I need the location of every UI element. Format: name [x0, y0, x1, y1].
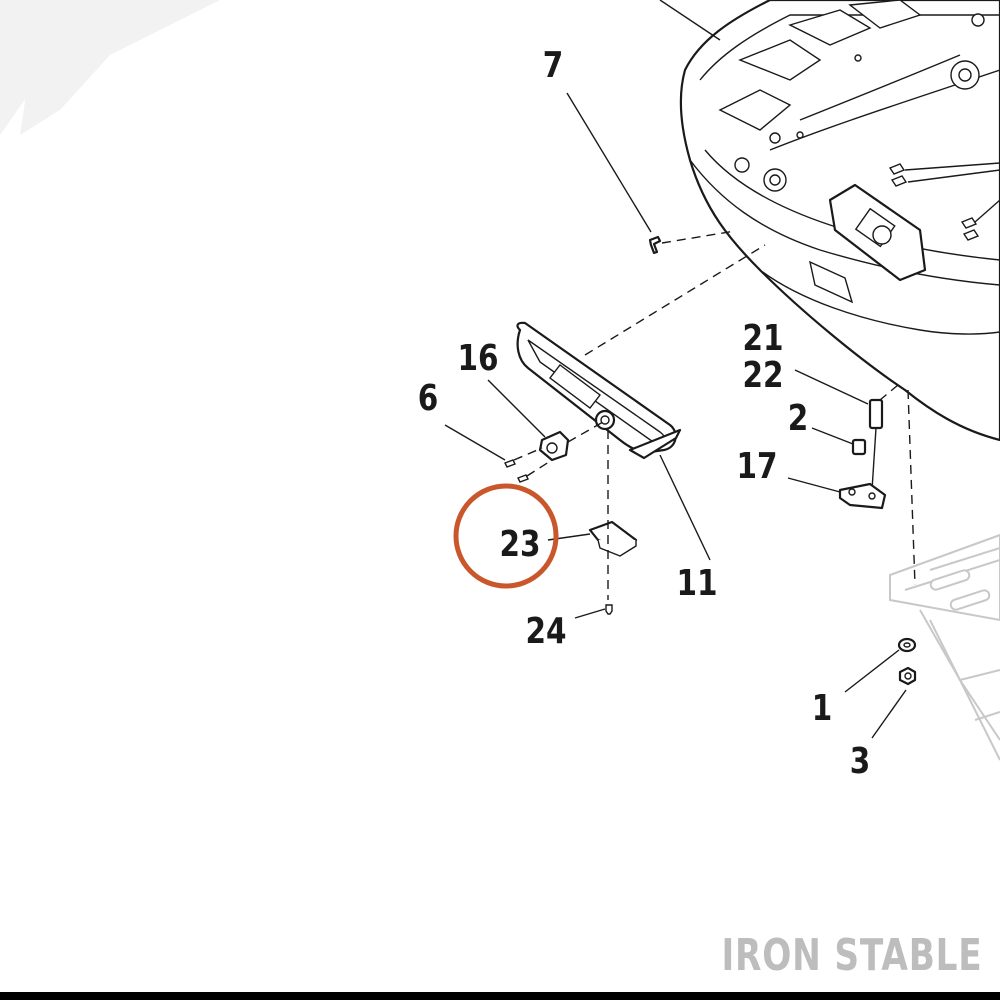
part-11-handle [516, 244, 766, 561]
callout-6: 6 [418, 376, 439, 419]
highlight-circle-23 [453, 483, 559, 589]
bottom-frame-bar [0, 992, 1000, 1000]
callout-1: 1 [812, 686, 833, 729]
callout-24: 24 [525, 609, 566, 652]
callout-21: 21 [742, 316, 783, 359]
brand-watermark: IRON STABLE [722, 930, 983, 981]
part-3-nut [871, 666, 917, 739]
callout-11: 11 [676, 561, 717, 604]
callout-3: 3 [850, 739, 871, 782]
callout-2: 2 [788, 396, 809, 439]
callout-17: 17 [736, 444, 777, 487]
part-6-screws [444, 424, 553, 483]
part-7-rivet [566, 92, 736, 255]
part-23-clip [547, 520, 638, 557]
part-24-screw [574, 430, 613, 619]
background-watermark [0, 0, 220, 135]
callout-22: 22 [742, 353, 783, 396]
part-16-bracket [487, 379, 604, 462]
callout-7: 7 [543, 43, 564, 86]
callout-23: 23 [499, 522, 540, 565]
callout-16: 16 [457, 336, 498, 379]
part-1-washer [844, 637, 917, 693]
luggage-rack [889, 533, 1000, 761]
part-17-light-assembly [787, 369, 916, 586]
trunk-body [659, 0, 1000, 442]
